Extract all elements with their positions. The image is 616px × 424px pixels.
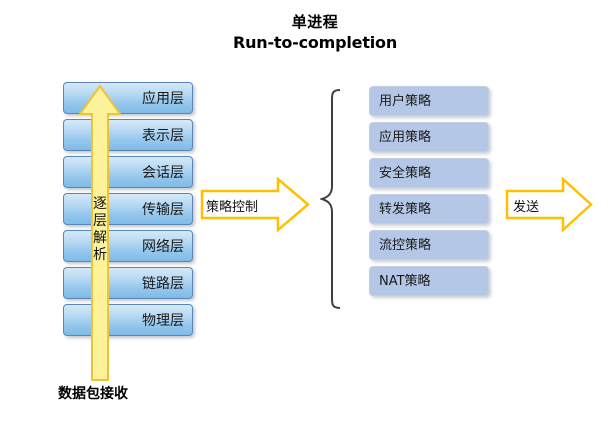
send-arrow-icon: 发送: [505, 177, 593, 232]
diagram-title: 单进程 Run-to-completion: [150, 12, 480, 54]
policy-stack: 用户策略 应用策略 安全策略 转发策略 流控策略 NAT策略: [369, 86, 489, 302]
layer-label: 物理层: [142, 313, 184, 329]
title-english: Run-to-completion: [232, 33, 398, 53]
layer-box[interactable]: 链路层: [63, 267, 193, 299]
up-arrow-char: 逐: [93, 196, 107, 212]
title-chinese: 单进程: [291, 13, 339, 31]
up-arrow-char: 解: [93, 230, 107, 246]
policy-box[interactable]: 应用策略: [369, 122, 489, 152]
policy-label: 流控策略: [379, 238, 432, 253]
up-arrow-label: 逐 层 解 析: [78, 196, 122, 264]
policy-control-arrow-icon: 策略控制: [200, 177, 310, 232]
layer-label: 网络层: [142, 239, 184, 255]
policy-box[interactable]: 用户策略: [369, 86, 489, 116]
up-arrow-char: 析: [93, 247, 107, 263]
up-arrow-char: 层: [93, 213, 107, 229]
up-arrow-icon: 逐 层 解 析: [78, 84, 122, 382]
send-arrow-label: 发送: [513, 200, 540, 215]
layer-box[interactable]: 表示层: [63, 119, 193, 151]
curly-brace-icon: [320, 88, 342, 310]
layer-box[interactable]: 物理层: [63, 304, 193, 336]
layer-label: 链路层: [142, 276, 184, 292]
osi-layer-stack: 应用层 表示层 会话层 传输层 网络层 链路层 物理层: [63, 82, 193, 341]
policy-label: 转发策略: [379, 202, 432, 217]
policy-box[interactable]: 转发策略: [369, 194, 489, 224]
policy-label: NAT策略: [379, 274, 431, 289]
layer-label: 应用层: [142, 91, 184, 107]
layer-label: 会话层: [142, 165, 184, 181]
policy-box[interactable]: 安全策略: [369, 158, 489, 188]
policy-control-arrow-label: 策略控制: [206, 200, 259, 215]
policy-label: 用户策略: [379, 94, 432, 109]
layer-label: 表示层: [142, 128, 184, 144]
layer-box[interactable]: 网络层: [63, 230, 193, 262]
policy-label: 安全策略: [379, 166, 432, 181]
policy-label: 应用策略: [379, 130, 432, 145]
layer-label: 传输层: [142, 202, 184, 218]
layer-box[interactable]: 传输层: [63, 193, 193, 225]
layer-box[interactable]: 会话层: [63, 156, 193, 188]
bottom-caption: 数据包接收: [58, 386, 128, 402]
policy-box[interactable]: NAT策略: [369, 266, 489, 296]
policy-box[interactable]: 流控策略: [369, 230, 489, 260]
